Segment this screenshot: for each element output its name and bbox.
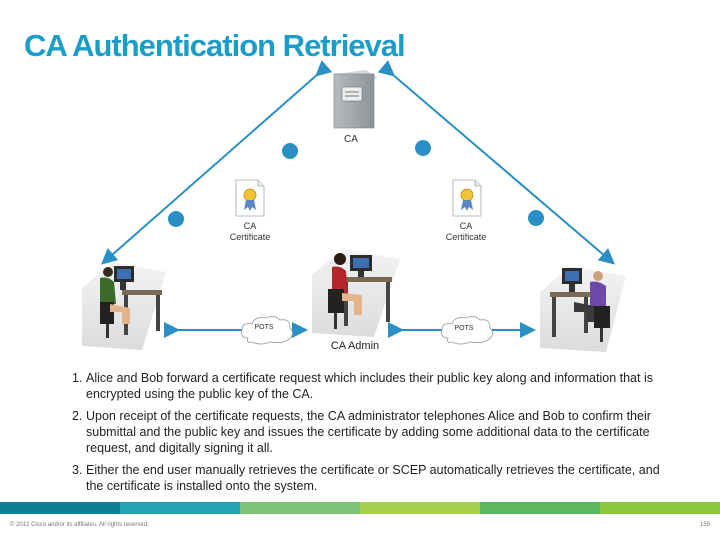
node-dot xyxy=(282,143,298,159)
user-at-computer-icon xyxy=(540,266,626,352)
certificate-icon xyxy=(235,179,265,217)
footer-segment xyxy=(240,502,360,514)
cert-left-label: CA Certificate xyxy=(229,221,271,242)
step-item: 3. Either the end user manually retrieve… xyxy=(72,462,672,494)
diagram xyxy=(82,60,626,352)
step-text: Either the end user manually retrieves t… xyxy=(86,463,660,493)
step-number: 1. xyxy=(72,371,83,385)
footer-segment xyxy=(600,502,720,514)
node-dot xyxy=(528,210,544,226)
user-at-computer-icon xyxy=(312,249,400,337)
footer-segment xyxy=(0,502,120,514)
footer-segment xyxy=(120,502,240,514)
ca-admin-label: CA Admin xyxy=(330,340,380,352)
node-dot xyxy=(415,140,431,156)
footer-segment xyxy=(480,502,600,514)
node-dot xyxy=(168,211,184,227)
pots-right-label: POTS xyxy=(454,325,474,332)
cloud-icon xyxy=(241,316,293,345)
footer-segment xyxy=(360,502,480,514)
pots-left-label: POTS xyxy=(254,324,274,331)
user-at-computer-icon xyxy=(82,262,166,350)
step-text: Upon receipt of the certificate requests… xyxy=(86,409,651,455)
step-number: 3. xyxy=(72,463,83,477)
cert-right-label: CA Certificate xyxy=(445,221,487,242)
arrow-right-diagonal xyxy=(377,60,616,265)
arrow-left-diagonal xyxy=(100,60,333,265)
steps-list: 1. Alice and Bob forward a certificate r… xyxy=(72,370,672,500)
step-item: 1. Alice and Bob forward a certificate r… xyxy=(72,370,672,402)
page-number: 159 xyxy=(699,522,710,528)
step-text: Alice and Bob forward a certificate requ… xyxy=(86,371,653,401)
server-icon xyxy=(333,70,378,129)
page-title: CA Authentication Retrieval xyxy=(24,28,406,63)
ca-label: CA xyxy=(344,134,358,145)
step-number: 2. xyxy=(72,409,83,423)
certificate-icon xyxy=(452,179,482,217)
copyright-text: © 2012 Cisco and/or its affiliates. All … xyxy=(10,522,149,528)
step-item: 2. Upon receipt of the certificate reque… xyxy=(72,408,672,456)
footer-color-bar xyxy=(0,502,720,514)
cloud-icon xyxy=(441,316,493,345)
